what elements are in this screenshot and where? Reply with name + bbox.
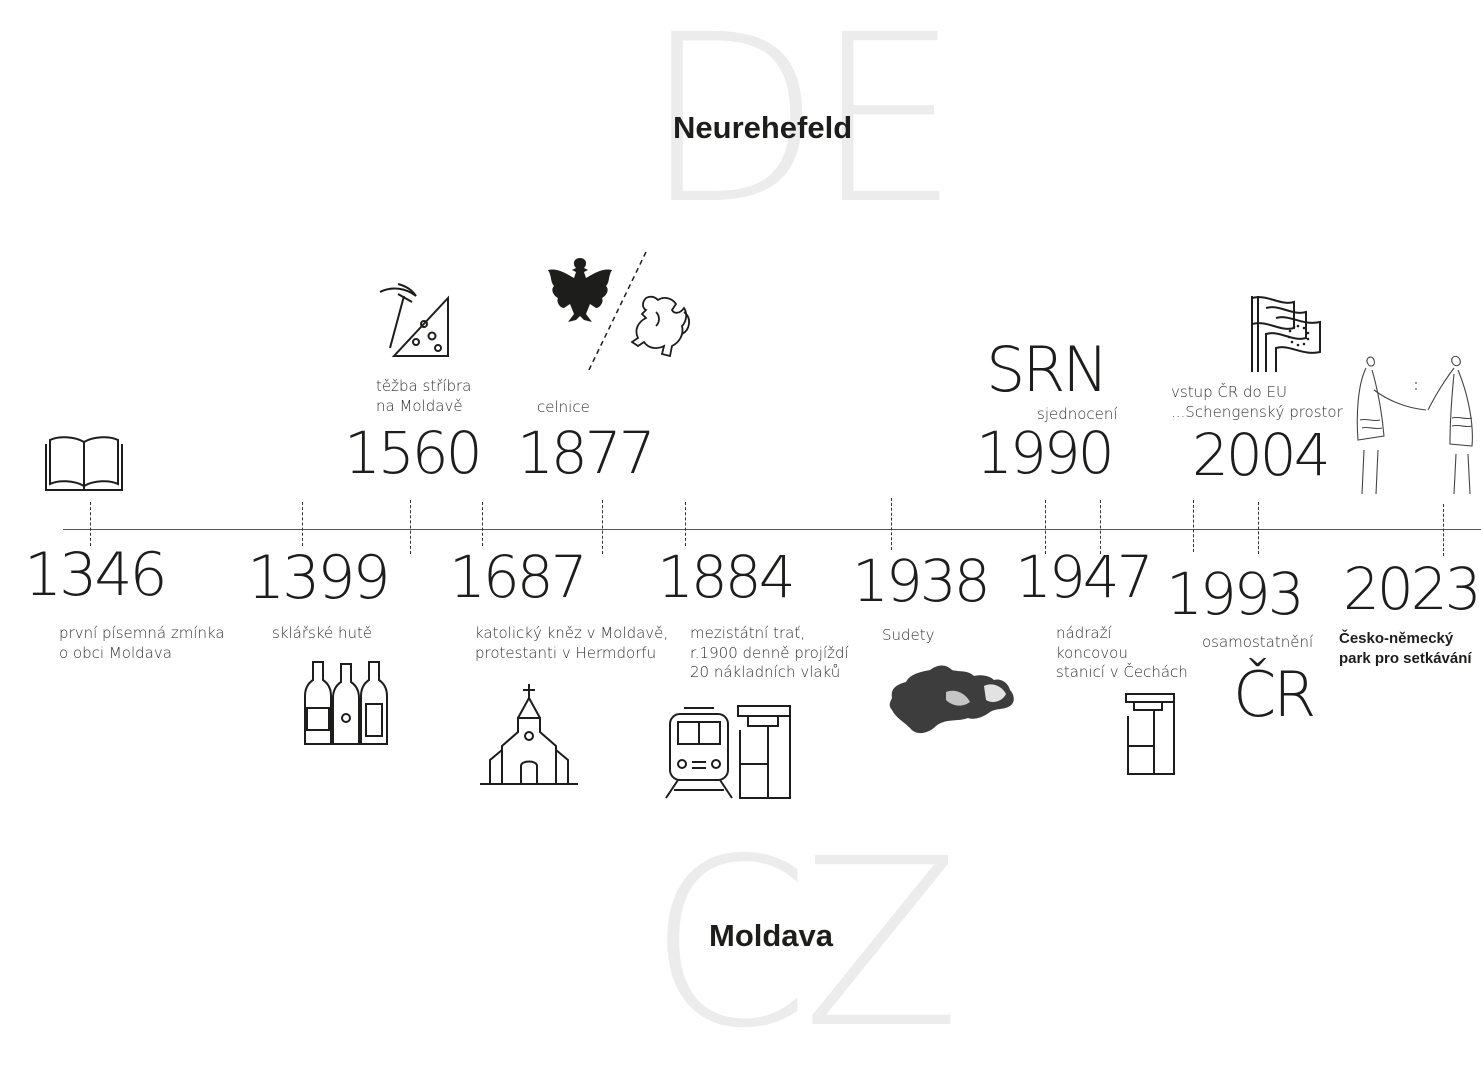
tick-1993 [1258, 502, 1259, 554]
tick-1947 [1100, 500, 1101, 554]
label-2004: vstup ČR do EU ...Schengenský prostor [1171, 383, 1343, 421]
church-icon [480, 684, 578, 785]
year-2004: 2004 [1192, 421, 1331, 489]
tick-1687 [482, 502, 483, 546]
year-1687: 1687 [449, 543, 588, 611]
eagle-lion-coat-of-arms-icon [548, 251, 690, 373]
pickaxe-mine-icon [379, 283, 449, 357]
label-1346: první písemná zmínka o obci Moldava [59, 624, 225, 662]
year-1993: 1993 [1166, 560, 1305, 628]
tick-1938 [891, 498, 892, 550]
handshake-people-icon [1356, 355, 1473, 495]
tick-2004 [1193, 500, 1194, 552]
timeline-axis [63, 529, 1481, 530]
srn-text: SRN [986, 333, 1109, 406]
cr-text: ČR [1233, 658, 1316, 731]
glass-bottles-icon [304, 661, 388, 745]
flags-eu-icon [1251, 296, 1321, 372]
label-1993: osamostatnění [1202, 633, 1314, 651]
label-1399: sklářské hutě [272, 624, 373, 642]
year-2023: 2023 [1343, 555, 1481, 623]
tick-1560 [410, 500, 411, 554]
year-1990: 1990 [976, 419, 1115, 487]
label-1947: nádraží koncovou stanicí v Čechách [1056, 624, 1188, 681]
moldava-title: Moldava [709, 918, 834, 953]
label-1877: celnice [537, 398, 590, 416]
rail-terminal-icon [1125, 693, 1175, 775]
train-station-icon [665, 705, 791, 799]
label-1687: katolický kněz v Moldavě, protestanti v … [475, 624, 669, 662]
year-1938: 1938 [852, 547, 991, 615]
year-1884: 1884 [657, 543, 796, 611]
neurehefeld-title: Neurehefeld [673, 110, 853, 145]
tick-1884 [685, 502, 686, 546]
open-book-icon [45, 436, 123, 491]
year-1877: 1877 [517, 419, 656, 487]
year-1346: 1346 [24, 540, 168, 610]
tick-1877 [602, 500, 603, 554]
tick-1346 [90, 502, 91, 546]
label-1938: Sudety [882, 626, 935, 644]
year-1560: 1560 [344, 419, 483, 487]
label-2023: Česko-německý park pro setkávání [1339, 630, 1472, 667]
label-1884: mezistátní trať, r.1900 denně projíždí 2… [690, 624, 849, 681]
de-watermark: DE [643, 0, 960, 255]
tick-1990 [1045, 500, 1046, 554]
tick-2023 [1443, 504, 1444, 556]
tick-1399 [302, 502, 303, 546]
label-1990: sjednocení [1037, 405, 1118, 423]
year-1947: 1947 [1015, 543, 1154, 611]
label-1560: těžba stříbra na Moldavě [376, 377, 472, 415]
year-1399: 1399 [247, 543, 391, 613]
czech-map-icon [889, 665, 1014, 734]
